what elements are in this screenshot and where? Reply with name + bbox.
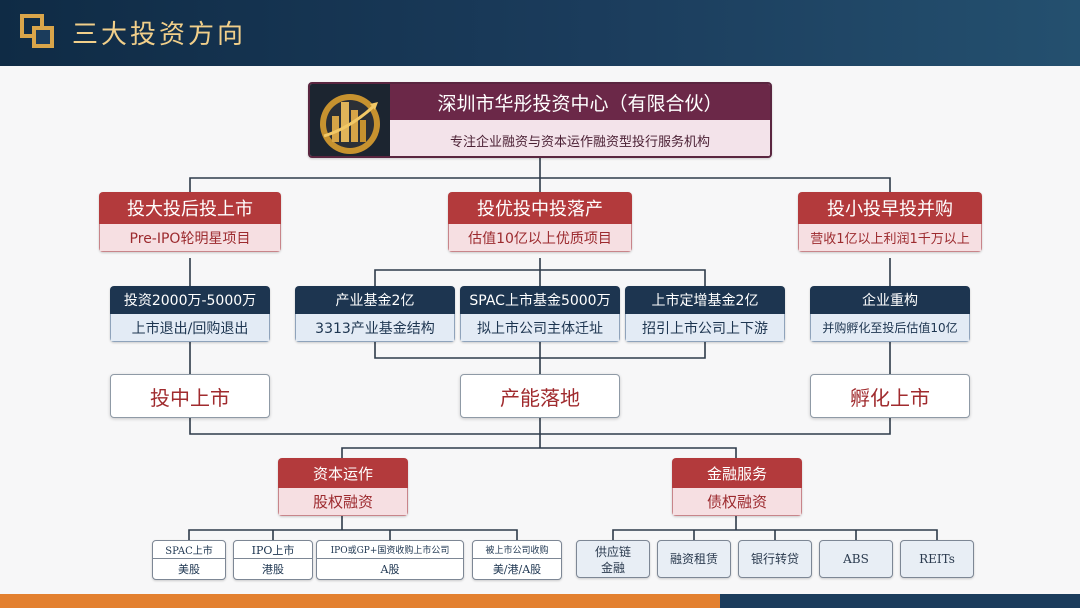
equity-item-title: SPAC上市: [153, 541, 225, 559]
equity-item-4: 被上市公司收购 美/港/A股: [472, 540, 562, 580]
equity-item-sub: A股: [380, 563, 400, 576]
direction-sub: 估值10亿以上优质项目: [448, 224, 632, 252]
company-emblem-icon: [310, 84, 390, 156]
equity-item-1: SPAC上市 美股: [152, 540, 226, 580]
equity-item-sub: 美股: [178, 563, 200, 576]
strategy-sub: 招引上市公司上下游: [625, 314, 785, 342]
service-debt: 金融服务 债权融资: [672, 458, 802, 516]
outcome-1: 投中上市: [110, 374, 270, 418]
direction-title: 投小投早投并购: [798, 192, 982, 224]
company-tagline: 专注企业融资与资本运作融资型投行服务机构: [390, 120, 770, 156]
strategy-1: 投资2000万-5000万 上市退出/回购退出: [110, 286, 270, 342]
debt-item-5: REITs: [900, 540, 974, 578]
service-sub: 债权融资: [672, 488, 802, 516]
direction-sub: 营收1亿以上利润1千万以上: [798, 224, 982, 252]
equity-item-title: IPO上市: [234, 541, 312, 559]
equity-item-sub: 美/港/A股: [492, 563, 542, 576]
direction-1: 投大投后投上市 Pre-IPO轮明星项目: [99, 192, 281, 252]
strategy-sub: 3313产业基金结构: [295, 314, 455, 342]
page-title: 三大投资方向: [72, 20, 247, 50]
direction-sub: Pre-IPO轮明星项目: [99, 224, 281, 252]
strategy-4: 上市定增基金2亿 招引上市公司上下游: [625, 286, 785, 342]
equity-item-2: IPO上市 港股: [233, 540, 313, 580]
equity-item-title: 被上市公司收购: [473, 541, 561, 559]
outcome-3: 孵化上市: [810, 374, 970, 418]
service-sub: 股权融资: [278, 488, 408, 516]
direction-title: 投大投后投上市: [99, 192, 281, 224]
debt-item-4: ABS: [819, 540, 893, 578]
strategy-5: 企业重构 并购孵化至投后估值10亿: [810, 286, 970, 342]
strategy-sub: 拟上市公司主体迁址: [460, 314, 620, 342]
strategy-sub: 并购孵化至投后估值10亿: [810, 314, 970, 342]
strategy-sub: 上市退出/回购退出: [110, 314, 270, 342]
service-title: 金融服务: [672, 458, 802, 488]
debt-item-2: 融资租赁: [657, 540, 731, 578]
strategy-title: 上市定增基金2亿: [625, 286, 785, 314]
equity-item-3: IPO或GP+国资收购上市公司 A股: [316, 540, 464, 580]
service-title: 资本运作: [278, 458, 408, 488]
company-name: 深圳市华彤投资中心（有限合伙）: [390, 84, 770, 120]
direction-title: 投优投中投落产: [448, 192, 632, 224]
footer-bar-orange: [0, 594, 720, 608]
direction-2: 投优投中投落产 估值10亿以上优质项目: [448, 192, 632, 252]
header-band: 三大投资方向: [0, 0, 1080, 66]
direction-3: 投小投早投并购 营收1亿以上利润1千万以上: [798, 192, 982, 252]
strategy-title: 产业基金2亿: [295, 286, 455, 314]
footer-bar-navy: [720, 594, 1080, 608]
debt-item-line2: 金融: [600, 561, 625, 575]
service-equity: 资本运作 股权融资: [278, 458, 408, 516]
company-card: 深圳市华彤投资中心（有限合伙） 专注企业融资与资本运作融资型投行服务机构: [308, 82, 772, 158]
strategy-title: 投资2000万-5000万: [110, 286, 270, 314]
equity-item-sub: 港股: [262, 563, 284, 576]
debt-item-1: 供应链 金融: [576, 540, 650, 578]
strategy-title: 企业重构: [810, 286, 970, 314]
strategy-3: SPAC上市基金5000万 拟上市公司主体迁址: [460, 286, 620, 342]
debt-item-3: 银行转贷: [738, 540, 812, 578]
equity-item-title: IPO或GP+国资收购上市公司: [317, 541, 463, 559]
strategy-title: SPAC上市基金5000万: [460, 286, 620, 314]
debt-item-line1: 供应链: [594, 545, 631, 559]
outcome-2: 产能落地: [460, 374, 620, 418]
logo-icon: [20, 14, 56, 50]
strategy-2: 产业基金2亿 3313产业基金结构: [295, 286, 455, 342]
